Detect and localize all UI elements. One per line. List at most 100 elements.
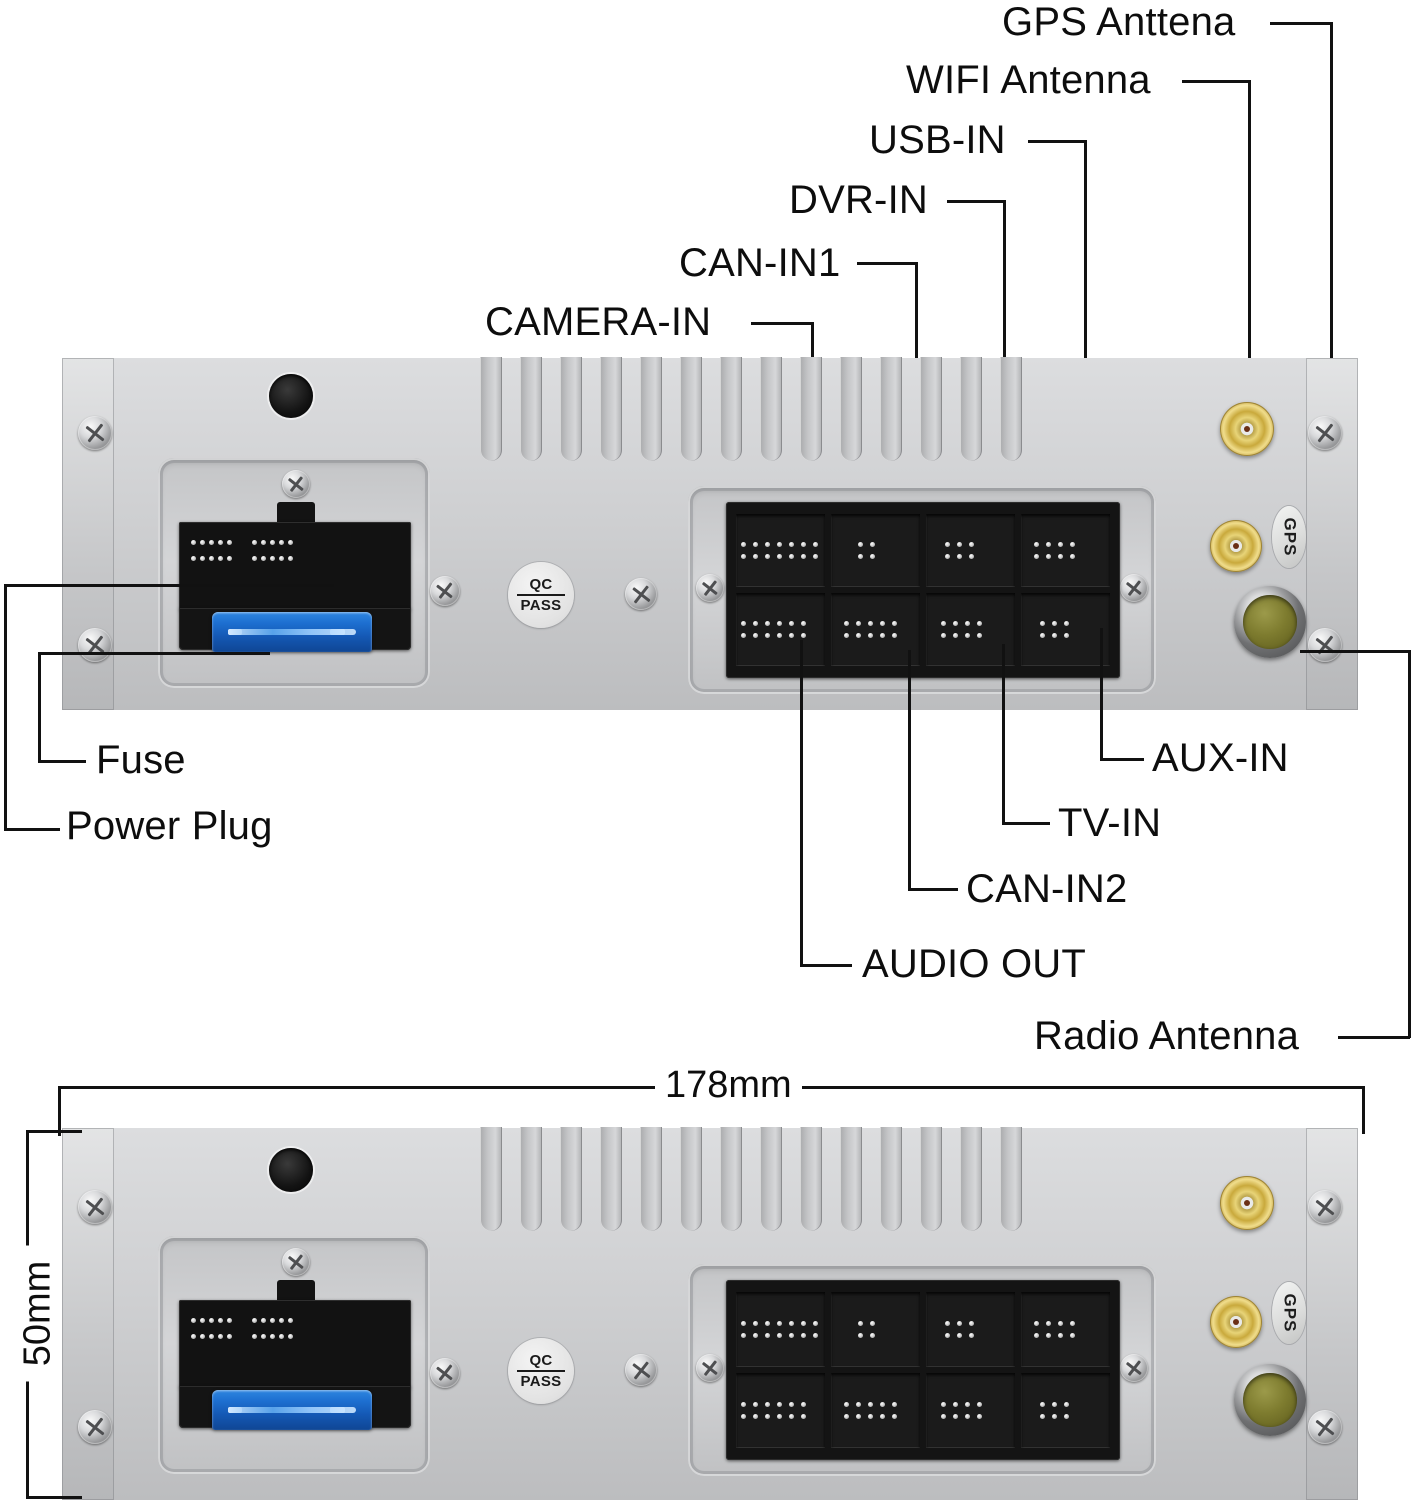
- dimension-tick-left: [58, 1086, 61, 1134]
- leader-radio-antenna-h-bottom: [1338, 1036, 1410, 1039]
- label-usb-in: USB-IN: [869, 118, 1006, 162]
- heatsink-fin: [640, 357, 662, 461]
- power-plug-connector-lower[interactable]: [179, 1300, 411, 1388]
- heatsink-fin: [520, 1127, 542, 1231]
- connector-slot-camera-in-lower[interactable]: [736, 1292, 825, 1367]
- heatsink-fin: [1000, 1127, 1022, 1231]
- connector-pin: [252, 540, 257, 545]
- connector-slot-aux-in-lower[interactable]: [1021, 1373, 1110, 1448]
- connector-slot-tv-in[interactable]: [926, 593, 1015, 666]
- leader-can-in1-h: [857, 262, 917, 265]
- leader-gps-antenna-v: [1330, 22, 1333, 422]
- leader-power-plug-h-top: [4, 584, 334, 587]
- label-can-in2: CAN-IN2: [966, 867, 1128, 911]
- heatsink-fin: [840, 1127, 862, 1231]
- mounting-bracket-left-lower: [62, 1128, 114, 1500]
- wifi-antenna-sma-jack[interactable]: [1220, 402, 1274, 456]
- heatsink-fin: [680, 1127, 702, 1231]
- power-plug-pin-row: [191, 1318, 293, 1323]
- connector-slot-can-in1-lower[interactable]: [831, 1292, 920, 1367]
- connector-slot-audio-out-lower[interactable]: [736, 1373, 825, 1448]
- connector-slot-can-in2-lower[interactable]: [831, 1373, 920, 1448]
- gps-label-sticker: GPS: [1272, 506, 1306, 568]
- leader-power-plug-h-bottom: [4, 828, 60, 831]
- connector-slot-dvr-in-lower[interactable]: [926, 1292, 1015, 1367]
- blade-fuse-lower[interactable]: [212, 1390, 372, 1430]
- gps-label-text: GPS: [1280, 517, 1299, 557]
- leader-wifi-antenna-v: [1248, 80, 1251, 425]
- pin-row: [741, 542, 820, 547]
- power-plug-keytab-lower: [277, 1280, 315, 1302]
- main-connector-block-upper[interactable]: [726, 502, 1120, 678]
- heatsink-fins-upper: [480, 357, 1022, 461]
- leader-aux-in-h: [1100, 758, 1144, 761]
- connector-slot-audio-out[interactable]: [736, 593, 825, 666]
- connector-slot-aux-in[interactable]: [1021, 593, 1110, 666]
- heatsink-fin: [720, 1127, 742, 1231]
- dimension-corner-tick: [58, 1132, 61, 1136]
- pin-row: [741, 633, 820, 638]
- label-audio-out: AUDIO OUT: [862, 942, 1087, 986]
- connector-slot-usb-in[interactable]: [1021, 514, 1110, 587]
- heatsink-fin: [600, 1127, 622, 1231]
- pin-row: [741, 621, 820, 626]
- heatsink-fin: [840, 357, 862, 461]
- leader-fuse-h-top: [38, 652, 270, 655]
- bracket-screw-bottom-left-lower: [78, 1410, 112, 1444]
- label-gps-antenna: GPS Anttena: [1002, 0, 1236, 44]
- connector-slot-can-in1[interactable]: [831, 514, 920, 587]
- connector-pin: [200, 556, 205, 561]
- heatsink-fin: [680, 357, 702, 461]
- power-plug-pin-row: [191, 556, 293, 561]
- leader-dvr-in-h: [947, 200, 1005, 203]
- connector-pin: [218, 540, 223, 545]
- power-bay-screw-top: [282, 470, 310, 498]
- heatsink-fin: [600, 357, 622, 461]
- chassis-vent-hole-lower: [269, 1148, 313, 1192]
- chassis-vent-hole-upper: [269, 374, 313, 418]
- gps-antenna-sma-jack-lower[interactable]: [1210, 1296, 1262, 1348]
- heatsink-fin: [560, 357, 582, 461]
- main-bay-screw-right-lower: [1120, 1354, 1148, 1382]
- radio-antenna-jack[interactable]: [1234, 586, 1306, 658]
- wifi-antenna-sma-jack-lower[interactable]: [1220, 1176, 1274, 1230]
- connector-slot-usb-in-lower[interactable]: [1021, 1292, 1110, 1367]
- connector-slot-tv-in-lower[interactable]: [926, 1373, 1015, 1448]
- heatsink-fin: [720, 357, 742, 461]
- heatsink-fin: [920, 1127, 942, 1231]
- gps-antenna-sma-jack[interactable]: [1210, 520, 1262, 572]
- power-bay-screw-right-lower: [430, 1358, 460, 1388]
- leader-audio-out-h: [800, 964, 852, 967]
- pin-row: [931, 554, 1010, 559]
- dimension-label-width: 178mm: [655, 1064, 802, 1107]
- blade-fuse[interactable]: [212, 612, 372, 652]
- pin-row: [931, 633, 1010, 638]
- connector-pin: [227, 540, 232, 545]
- radio-antenna-jack-lower[interactable]: [1234, 1364, 1306, 1436]
- connector-pin: [191, 540, 196, 545]
- bracket-screw-bottom-right-lower: [1308, 1410, 1342, 1444]
- label-tv-in: TV-IN: [1058, 801, 1162, 845]
- label-can-in1: CAN-IN1: [679, 241, 841, 285]
- main-connector-block-lower[interactable]: [726, 1280, 1120, 1460]
- qc-label-bottom: PASS: [520, 597, 562, 614]
- power-plug-pin-row: [191, 1334, 293, 1339]
- chassis-screw-center-upper: [625, 578, 657, 610]
- leader-usb-in-h: [1028, 140, 1086, 143]
- heatsink-fin: [960, 357, 982, 461]
- heatsink-fin: [880, 357, 902, 461]
- connector-slot-camera-in[interactable]: [736, 514, 825, 587]
- pin-row: [1026, 554, 1105, 559]
- heatsink-fin: [800, 357, 822, 461]
- chassis-screw-center-lower: [625, 1354, 657, 1386]
- connector-slot-dvr-in[interactable]: [926, 514, 1015, 587]
- dimension-tick-top: [26, 1130, 82, 1133]
- heatsink-fin: [920, 357, 942, 461]
- dimension-tick-bottom: [26, 1496, 82, 1499]
- connector-slot-can-in2[interactable]: [831, 593, 920, 666]
- main-bay-screw-left-lower: [696, 1354, 724, 1382]
- label-camera-in: CAMERA-IN: [485, 300, 712, 344]
- heatsink-fin: [480, 1127, 502, 1231]
- connector-pin: [200, 540, 205, 545]
- power-plug-connector[interactable]: [179, 522, 411, 610]
